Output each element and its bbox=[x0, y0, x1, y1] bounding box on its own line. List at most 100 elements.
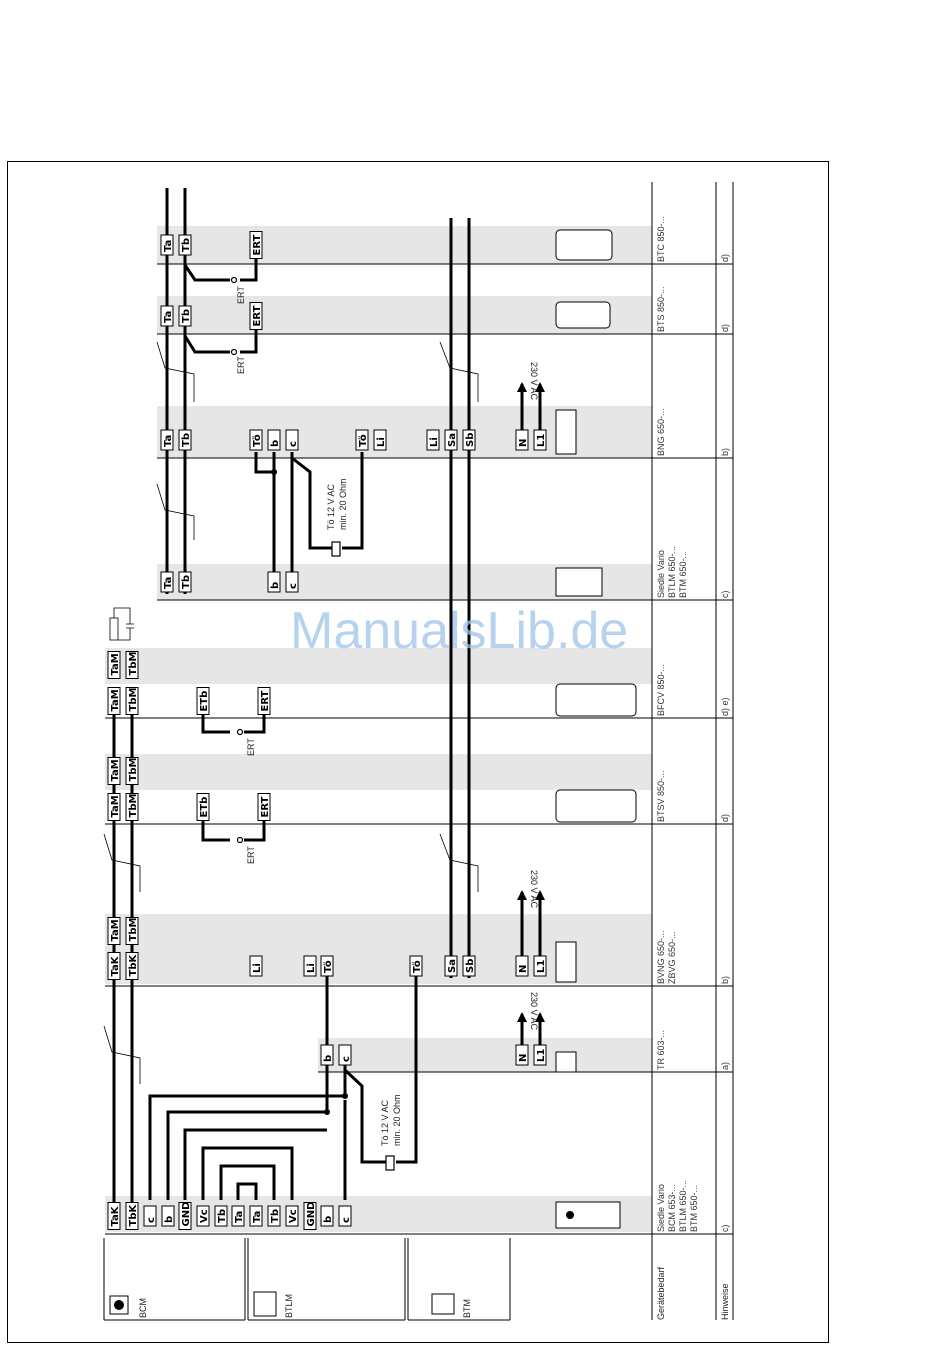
ert-label: ERT bbox=[246, 738, 256, 756]
svg-text:TaM: TaM bbox=[110, 919, 121, 941]
terminal-tb: Tb bbox=[178, 571, 192, 593]
terminal-tam: TaM bbox=[107, 687, 121, 715]
svg-text:Ta: Ta bbox=[163, 435, 174, 447]
svg-text:Tö: Tö bbox=[412, 960, 423, 973]
svg-text:c: c bbox=[146, 1217, 157, 1223]
svg-text:Tö: Tö bbox=[323, 960, 334, 973]
terminal-tbm: TbM bbox=[125, 687, 139, 715]
terminal-b: b bbox=[267, 571, 281, 593]
terminal-ta: Ta bbox=[160, 305, 174, 327]
terminal-c: c bbox=[338, 1205, 352, 1227]
svg-text:ETb: ETb bbox=[199, 691, 210, 712]
svg-text:ERT: ERT bbox=[260, 796, 271, 817]
terminal-tb: Tb bbox=[178, 234, 192, 256]
device-model-label: BTSV 850-... bbox=[656, 770, 666, 822]
terminal-tö: Tö bbox=[409, 955, 423, 977]
terminal-tam: TaM bbox=[107, 917, 121, 945]
terminal-sa: Sa bbox=[444, 429, 458, 451]
svg-text:TbM: TbM bbox=[128, 918, 139, 942]
voltage-label: 230 V AC bbox=[529, 992, 539, 1031]
bracket-lines bbox=[103, 341, 479, 1084]
svg-text:Ta: Ta bbox=[252, 1211, 263, 1223]
btlm-module-icon bbox=[253, 1291, 277, 1317]
svg-text:TbK: TbK bbox=[128, 954, 139, 977]
terminal-tbm: TbM bbox=[125, 793, 139, 821]
device-model-label: TR 603-... bbox=[656, 1030, 666, 1070]
svg-text:N: N bbox=[518, 965, 529, 973]
terminal-n: N bbox=[515, 1044, 529, 1066]
device-model-label: ZBVG 650-... bbox=[667, 931, 677, 984]
arrow-heads bbox=[271, 382, 545, 1115]
terminal-sb: Sb bbox=[462, 429, 476, 451]
terminal-tak: TaK bbox=[107, 952, 121, 980]
terminal-l1: L1 bbox=[533, 429, 547, 451]
separators bbox=[103, 182, 734, 1321]
terminal-vc: Vc bbox=[196, 1205, 210, 1227]
telephone-icon bbox=[555, 229, 613, 261]
terminal-gnd: GND bbox=[178, 1202, 192, 1230]
terminal-tö: Tö bbox=[249, 429, 263, 451]
terminal-vc: Vc bbox=[285, 1205, 299, 1227]
svg-text:TaK: TaK bbox=[110, 955, 121, 976]
hint-label: b) bbox=[720, 976, 730, 984]
terminal-tb: Tb bbox=[178, 429, 192, 451]
svg-text:TbM: TbM bbox=[128, 758, 139, 782]
ert-label: ERT bbox=[236, 286, 246, 304]
svg-text:ERT: ERT bbox=[260, 690, 271, 711]
terminal-tb: Tb bbox=[267, 1205, 281, 1227]
resistance-note: min. 20 Ohm bbox=[392, 1094, 402, 1146]
terminal-l1: L1 bbox=[533, 1044, 547, 1066]
terminal-ert: ERT bbox=[249, 302, 263, 330]
hint-label: d) e) bbox=[720, 697, 730, 716]
svg-text:b: b bbox=[270, 582, 281, 589]
terminal-tbk: TbK bbox=[125, 1202, 139, 1230]
watermark: ManualsLib.de bbox=[290, 602, 628, 660]
terminal-c: c bbox=[285, 571, 299, 593]
terminal-tbm: TbM bbox=[125, 651, 139, 679]
terminal-sb: Sb bbox=[462, 955, 476, 977]
device-model-label: BTLM 650-... bbox=[678, 1180, 688, 1232]
terminal-c: c bbox=[143, 1205, 157, 1227]
hint-label: d) bbox=[720, 324, 730, 332]
svg-text:L1: L1 bbox=[536, 434, 547, 447]
terminal-b: b bbox=[161, 1205, 175, 1227]
terminal-ta: Ta bbox=[231, 1205, 245, 1227]
text-layer: Gerätebedarf Hinweise BCM BTLM BTM 230 V… bbox=[138, 286, 730, 1320]
svg-text:N: N bbox=[518, 1054, 529, 1062]
terminal-ert: ERT bbox=[249, 231, 263, 259]
svg-text:TaM: TaM bbox=[110, 795, 121, 817]
svg-text:TbM: TbM bbox=[128, 688, 139, 712]
svg-text:c: c bbox=[288, 441, 299, 447]
svg-text:Ta: Ta bbox=[163, 577, 174, 589]
terminal-l1: L1 bbox=[533, 955, 547, 977]
terminal-tbm: TbM bbox=[125, 917, 139, 945]
svg-text:Sb: Sb bbox=[465, 959, 476, 973]
hint-label: c) bbox=[720, 1225, 730, 1233]
btm-module-icon bbox=[431, 1293, 455, 1315]
svg-text:b: b bbox=[323, 1216, 334, 1223]
device-model-label: Siedle Vario bbox=[656, 1184, 666, 1232]
hint-label: b) bbox=[720, 448, 730, 456]
terminal-tb: Tb bbox=[178, 305, 192, 327]
svg-text:TaM: TaM bbox=[110, 689, 121, 711]
svg-text:Li: Li bbox=[252, 963, 263, 973]
geraetebedarf-label: Gerätebedarf bbox=[656, 1266, 666, 1320]
svg-text:N: N bbox=[518, 439, 529, 447]
hint-label: a) bbox=[720, 1062, 730, 1070]
btlm-module-label: BTLM bbox=[284, 1294, 294, 1318]
svg-text:Tb: Tb bbox=[181, 575, 192, 589]
svg-text:ETb: ETb bbox=[199, 797, 210, 818]
terminal-li: Li bbox=[249, 955, 263, 977]
svg-text:Sa: Sa bbox=[447, 959, 458, 973]
svg-text:TaM: TaM bbox=[110, 759, 121, 781]
terminal-ert: ERT bbox=[257, 687, 271, 715]
hint-label: d) bbox=[720, 254, 730, 262]
video-phone-icon bbox=[555, 789, 637, 823]
terminal-etb: ETb bbox=[196, 793, 210, 821]
terminal-ta: Ta bbox=[249, 1205, 263, 1227]
device-icons bbox=[109, 229, 637, 1317]
terminal-n: N bbox=[515, 955, 529, 977]
